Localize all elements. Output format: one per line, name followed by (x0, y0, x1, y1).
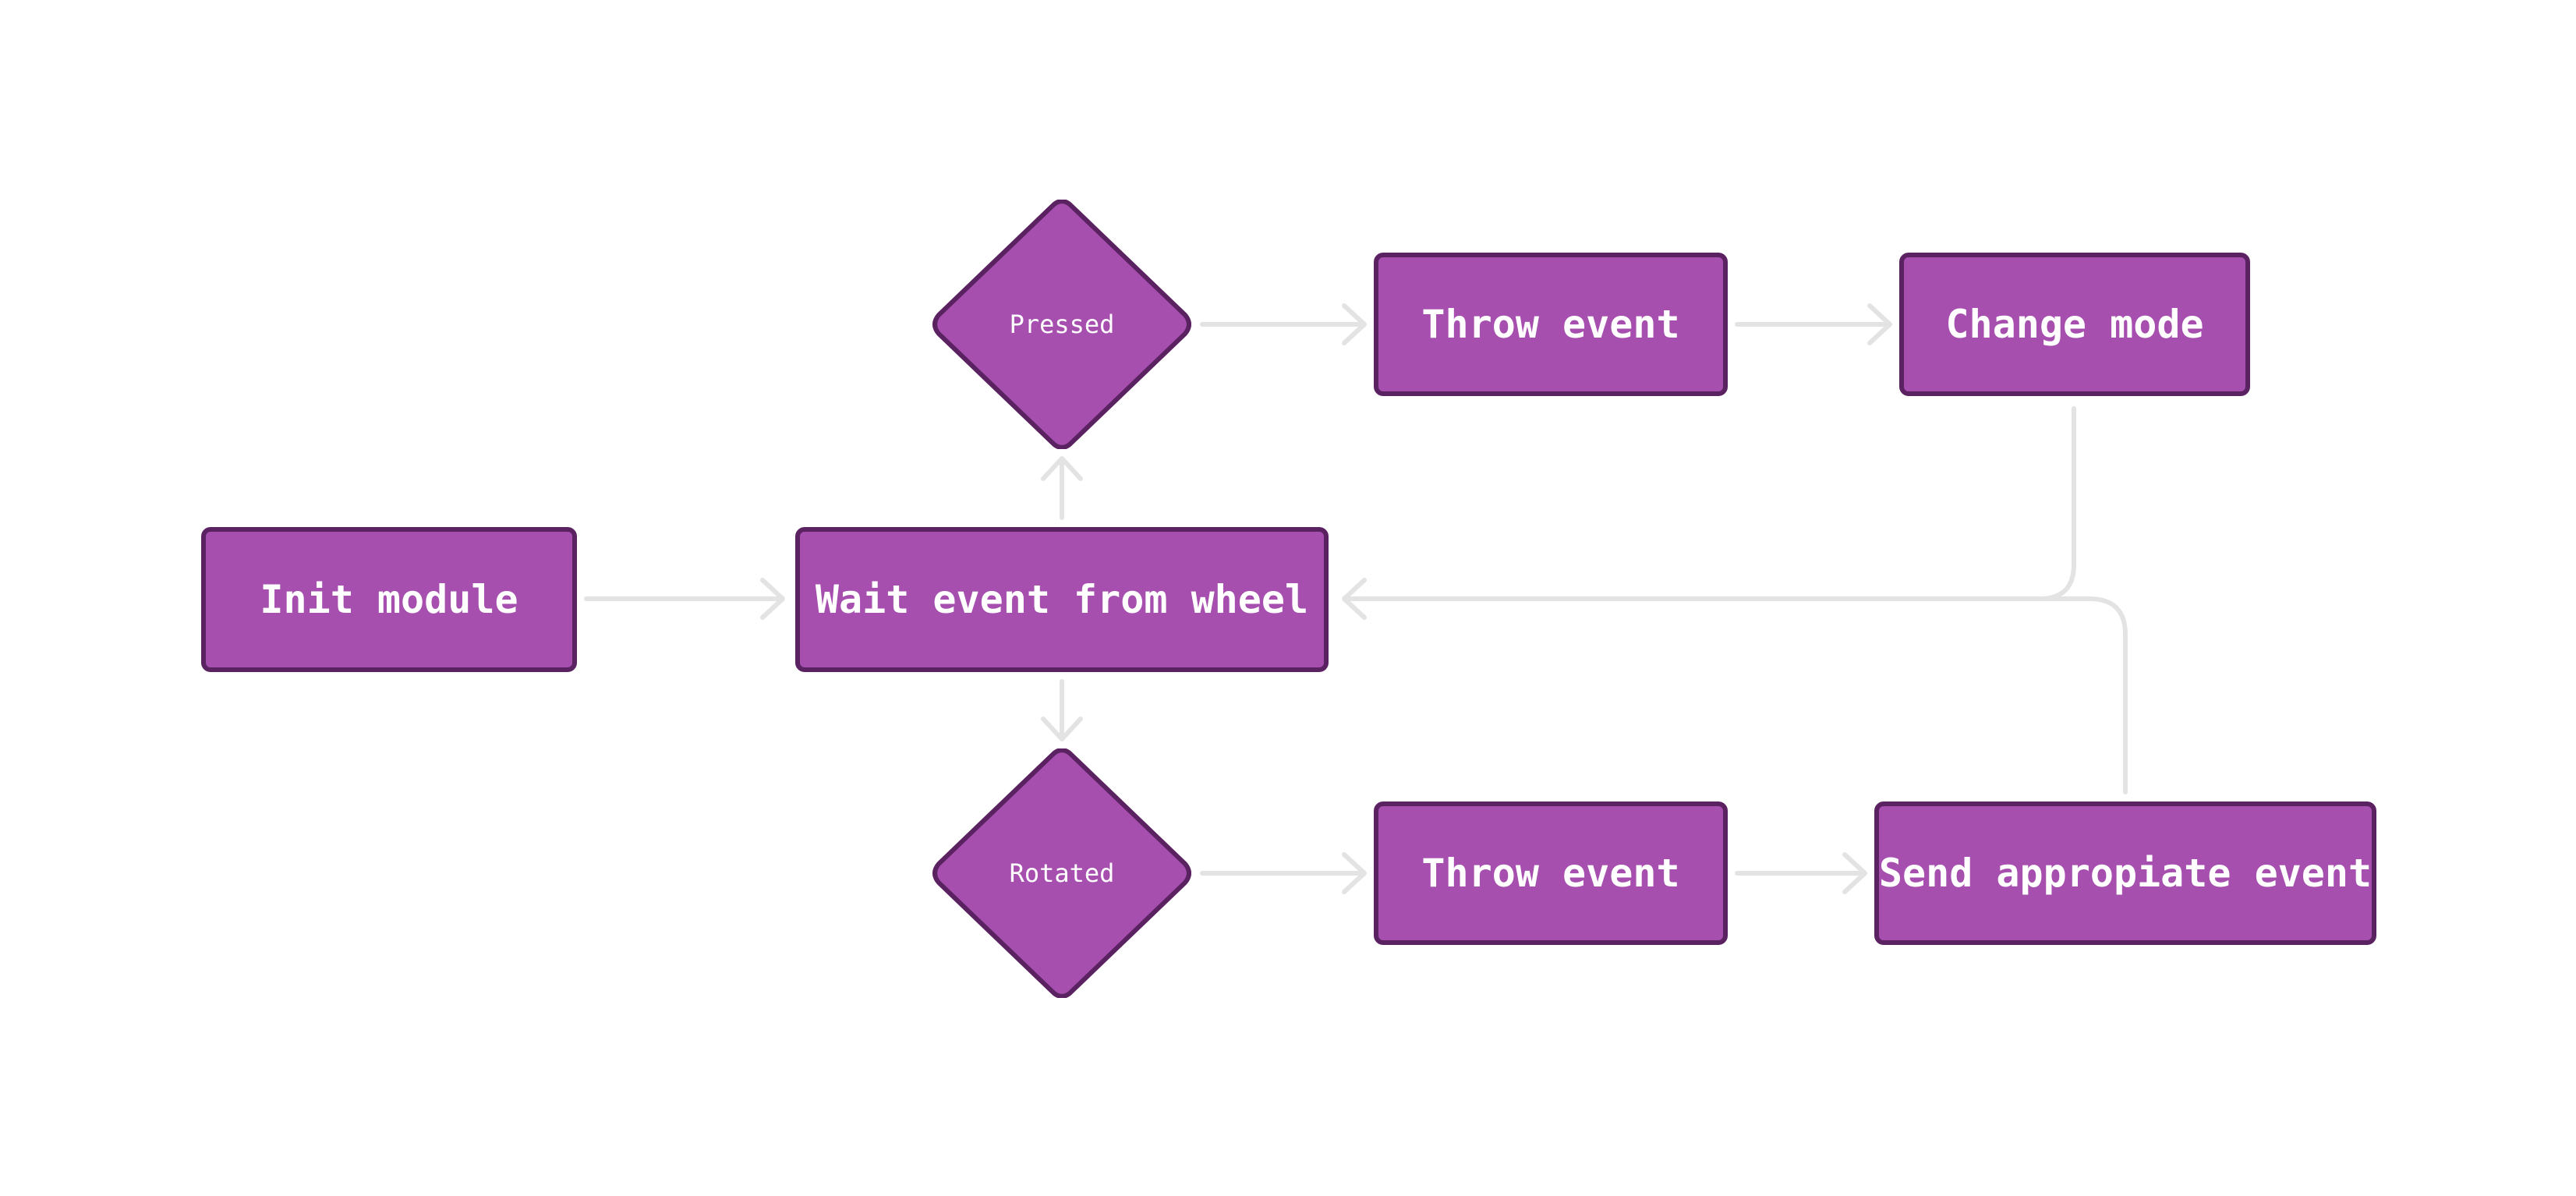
edge-wait-to-pressed (1041, 456, 1083, 520)
diamond-shape (932, 748, 1191, 998)
edge-pressed-to-throw-top (1200, 303, 1367, 345)
decision-rotated-label: Rotated (1009, 858, 1115, 888)
node-change-mode: Change mode (1899, 253, 2250, 396)
edge-init-to-wait (584, 578, 785, 620)
node-throw-event-top: Throw event (1374, 253, 1728, 396)
diamond-shape (932, 200, 1191, 449)
node-throw-event-bottom: Throw event (1374, 801, 1728, 945)
edge-change-mode-to-wait (1342, 406, 2076, 620)
node-send-appropiate-event: Send appropiate event (1874, 801, 2376, 945)
node-send-event-label: Send appropiate event (1878, 851, 2373, 896)
node-init-module-label: Init module (260, 577, 518, 622)
node-throw-event-bottom-label: Throw event (1421, 851, 1680, 896)
node-init-module: Init module (201, 527, 577, 672)
node-throw-event-top-label: Throw event (1421, 302, 1680, 347)
node-wait-event-from-wheel: Wait event from wheel (795, 527, 1329, 672)
edge-send-event-to-wait (2025, 596, 2128, 794)
decision-pressed: Pressed (929, 200, 1194, 449)
edge-rotated-to-throw-bottom (1200, 852, 1367, 894)
edge-throw-to-change-mode (1735, 303, 1892, 345)
edge-wait-to-rotated (1041, 679, 1083, 741)
edge-throw-to-send-event (1735, 852, 1867, 894)
decision-rotated: Rotated (929, 748, 1194, 998)
node-change-mode-label: Change mode (1945, 302, 2204, 347)
decision-pressed-label: Pressed (1009, 310, 1115, 339)
node-wait-event-label: Wait event from wheel (815, 577, 1309, 622)
